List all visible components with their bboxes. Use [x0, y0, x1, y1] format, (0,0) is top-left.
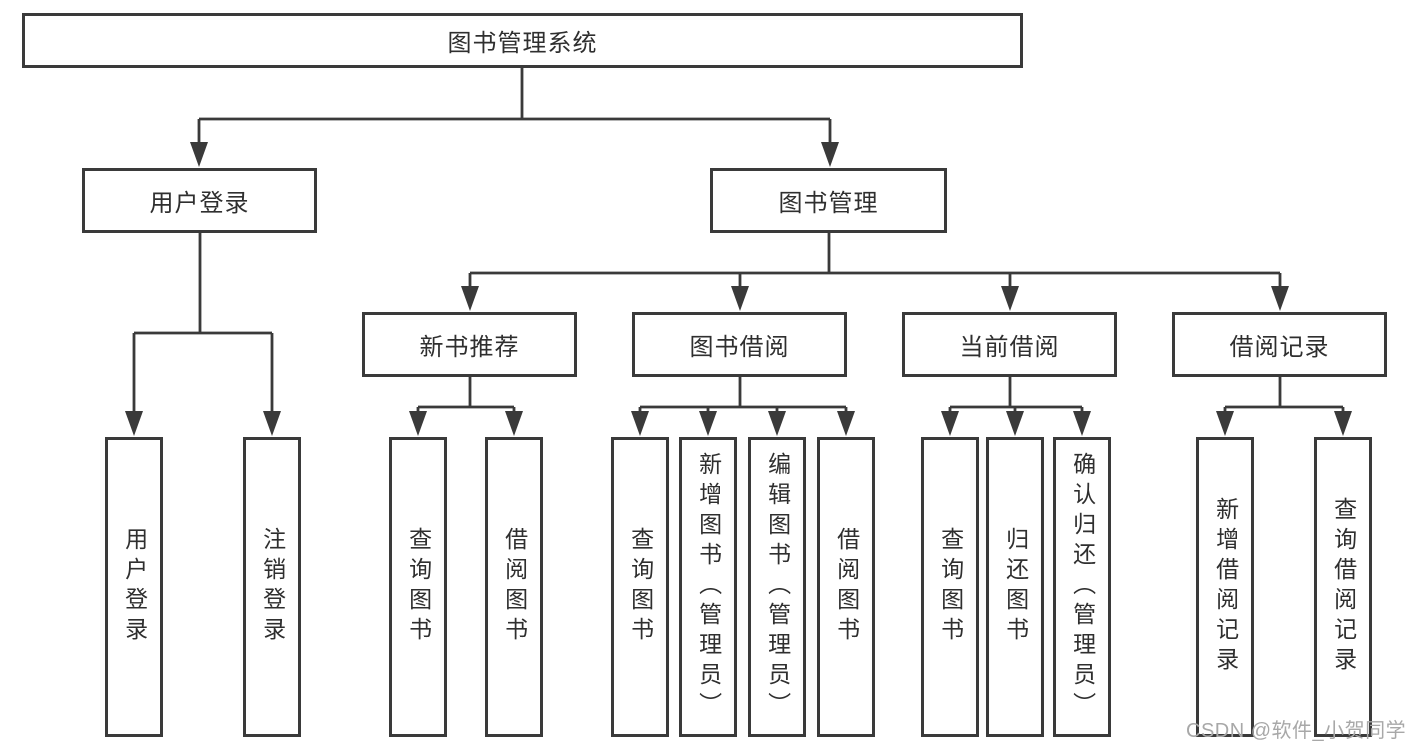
- node-book-management: 图书管理: [710, 168, 947, 233]
- leaf-borrow-book-label: 借阅图书: [833, 527, 860, 647]
- node-root-label: 图书管理系统: [447, 30, 598, 57]
- leaf-confirm-return-admin-label: 确认归还（管理员）: [1069, 452, 1096, 722]
- node-book-borrow: 图书借阅: [632, 312, 847, 377]
- csdn-watermark: CSDN @软件_小贺同学: [1186, 720, 1405, 742]
- leaf-user-login-label: 用户登录: [121, 527, 148, 647]
- leaf-confirm-return-admin: 确认归还（管理员）: [1053, 437, 1111, 737]
- leaf-borrow-book: 借阅图书: [817, 437, 875, 737]
- leaf-query-borrow-record-label: 查询借阅记录: [1330, 497, 1357, 677]
- node-book-management-label: 图书管理: [778, 190, 879, 217]
- leaf-logout: 注销登录: [243, 437, 301, 737]
- node-user-login: 用户登录: [82, 168, 317, 233]
- leaf-return-book: 归还图书: [986, 437, 1044, 737]
- leaf-query-book-current-label: 查询图书: [937, 527, 964, 647]
- node-new-book-recommend: 新书推荐: [362, 312, 577, 377]
- node-current-borrow-label: 当前借阅: [959, 334, 1060, 361]
- leaf-add-book-admin-label: 新增图书（管理员）: [695, 452, 722, 722]
- leaf-query-borrow-record: 查询借阅记录: [1314, 437, 1372, 737]
- leaf-add-borrow-record-label: 新增借阅记录: [1212, 497, 1239, 677]
- leaf-add-book-admin: 新增图书（管理员）: [679, 437, 737, 737]
- leaf-borrow-book-recommend: 借阅图书: [485, 437, 543, 737]
- leaf-query-book-current: 查询图书: [921, 437, 979, 737]
- leaf-borrow-book-recommend-label: 借阅图书: [501, 527, 528, 647]
- node-borrow-record: 借阅记录: [1172, 312, 1387, 377]
- leaf-return-book-label: 归还图书: [1002, 527, 1029, 647]
- leaf-edit-book-admin-label: 编辑图书（管理员）: [764, 452, 791, 722]
- node-book-borrow-label: 图书借阅: [689, 334, 790, 361]
- node-root-system: 图书管理系统: [22, 13, 1023, 68]
- leaf-query-book-borrow-label: 查询图书: [627, 527, 654, 647]
- leaf-add-borrow-record: 新增借阅记录: [1196, 437, 1254, 737]
- node-borrow-record-label: 借阅记录: [1229, 334, 1330, 361]
- leaf-user-login: 用户登录: [105, 437, 163, 737]
- leaf-query-book-borrow: 查询图书: [611, 437, 669, 737]
- leaf-logout-label: 注销登录: [259, 527, 286, 647]
- leaf-query-book-recommend-label: 查询图书: [405, 527, 432, 647]
- node-new-book-recommend-label: 新书推荐: [419, 334, 520, 361]
- leaf-edit-book-admin: 编辑图书（管理员）: [748, 437, 806, 737]
- leaf-query-book-recommend: 查询图书: [389, 437, 447, 737]
- node-user-login-label: 用户登录: [149, 190, 250, 217]
- node-current-borrow: 当前借阅: [902, 312, 1117, 377]
